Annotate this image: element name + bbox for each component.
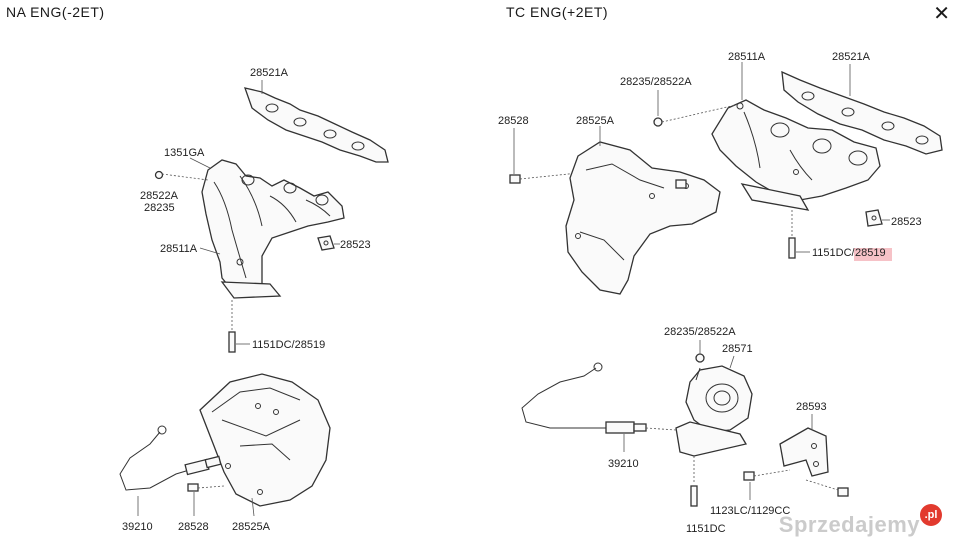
watermark-badge: .pl	[920, 504, 942, 526]
label-28523-right: 28523	[891, 216, 922, 228]
close-icon[interactable]: ✕	[933, 3, 950, 25]
heat-shield-28525A-right[interactable]	[565, 141, 721, 295]
bolts-1123LC-1129CC[interactable]	[743, 469, 849, 497]
tc-engine-header: TC ENG(+2ET)	[506, 4, 609, 20]
na-engine-header: NA ENG(-2ET)	[6, 4, 105, 20]
label-1351GA: 1351GA	[164, 147, 205, 159]
highlight-28519	[854, 248, 892, 261]
stud-1151DC-right[interactable]	[788, 210, 796, 259]
label-28521A-right: 28521A	[832, 51, 871, 63]
bracket-28593[interactable]	[779, 427, 829, 477]
stud-1151DC-left[interactable]	[228, 300, 236, 353]
label-28571: 28571	[722, 343, 753, 355]
oxygen-sensor-39210-right[interactable]	[521, 362, 677, 434]
label-28511A-left: 28511A	[160, 243, 198, 255]
gasket-28521A-right[interactable]	[781, 70, 943, 155]
label-28522A-left: 28522A	[140, 190, 179, 202]
turbocharger-28571[interactable]	[675, 365, 753, 457]
nut-28235-top-right[interactable]	[653, 103, 741, 127]
nut-28235-mid-right[interactable]	[695, 353, 705, 363]
label-1151DC-28519-left: 1151DC/28519	[252, 339, 325, 351]
oxygen-sensor-39210-left[interactable]	[119, 425, 222, 491]
bracket-28523-left[interactable]	[317, 235, 335, 251]
label-28528-right: 28528	[498, 115, 529, 127]
label-28525A-left: 28525A	[232, 521, 271, 533]
label-39210-right: 39210	[608, 458, 639, 470]
label-39210-left: 39210	[122, 521, 153, 533]
gasket-28521A-left[interactable]	[243, 87, 389, 163]
watermark-text: Sprzedajemy	[778, 512, 920, 537]
manifold-28511A-left[interactable]	[201, 159, 345, 299]
manifold-28511A-right[interactable]	[711, 99, 881, 211]
label-28235-left: 28235	[144, 202, 175, 214]
stud-1151DC-bottom[interactable]	[690, 456, 698, 507]
label-28528-left: 28528	[178, 521, 209, 533]
label-1151DC-bottom: 1151DC	[686, 523, 726, 535]
heat-shield-28525A-left[interactable]	[199, 373, 331, 507]
label-28525A-right: 28525A	[576, 115, 615, 127]
label-28519-right: 28519	[855, 247, 886, 259]
nut-28522A-left[interactable]	[154, 170, 209, 181]
bracket-28523-right[interactable]	[865, 209, 883, 227]
bolt-28528-left[interactable]	[187, 483, 225, 492]
label-28523-left: 28523	[340, 239, 371, 251]
label-28511A-right: 28511A	[728, 51, 766, 63]
label-28235-28522A-mid: 28235/28522A	[664, 326, 736, 338]
label-28235-28522A-top: 28235/28522A	[620, 76, 692, 88]
label-28521A-left: 28521A	[250, 67, 289, 79]
label-1151DC-right: 1151DC/	[812, 247, 856, 259]
label-28593: 28593	[796, 401, 827, 413]
label-1123LC-1129CC: 1123LC/1129CC	[710, 505, 790, 517]
